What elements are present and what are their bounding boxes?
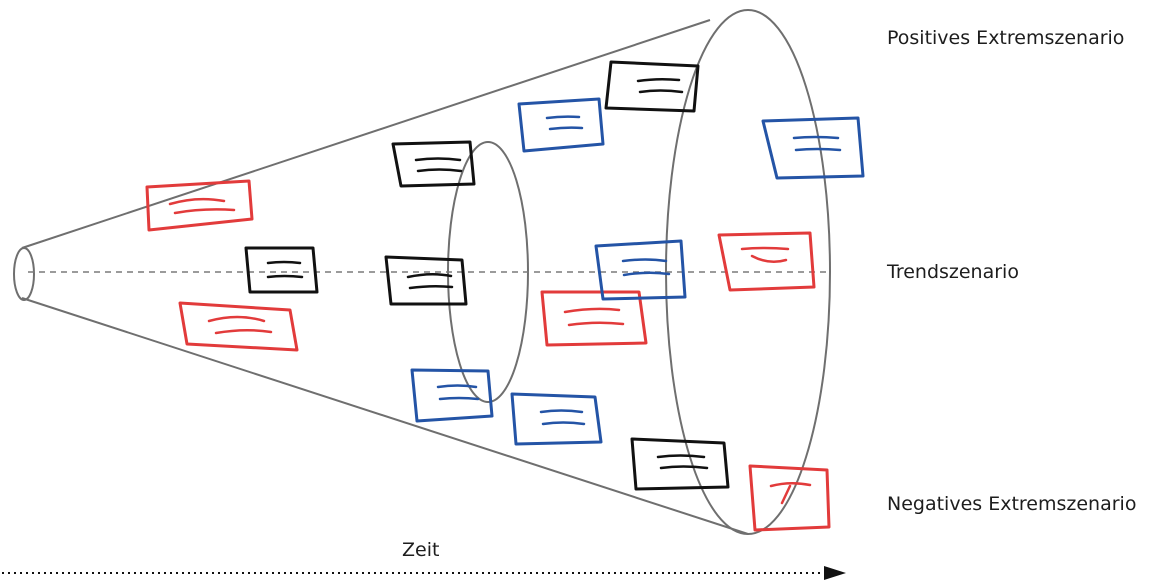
red-scenario-note — [145, 179, 254, 232]
black-scenario-note — [391, 140, 476, 188]
red-scenario-note — [717, 231, 816, 292]
positive-scenario-label: Positives Extremszenario — [887, 27, 1125, 49]
time-arrow-head — [824, 566, 846, 580]
black-scenario-note — [384, 255, 468, 306]
funnel-lower-edge — [21, 297, 749, 535]
black-scenario-note — [244, 246, 319, 294]
blue-scenario-note — [510, 392, 603, 446]
red-scenario-note — [748, 464, 831, 532]
blue-scenario-note — [517, 97, 605, 153]
funnel-small-end — [13, 247, 35, 301]
trend-scenario-label: Trendszenario — [887, 261, 1019, 283]
blue-scenario-note — [594, 239, 687, 301]
funnel-upper-edge — [21, 19, 711, 249]
black-scenario-note — [604, 60, 700, 113]
red-scenario-note — [178, 301, 299, 352]
black-scenario-note — [630, 437, 730, 491]
funnel-outline — [13, 9, 831, 535]
time-axis-label: Zeit — [402, 539, 440, 561]
blue-scenario-note — [761, 116, 865, 180]
blue-scenario-note — [410, 368, 494, 423]
red-scenario-note — [540, 290, 648, 347]
negative-scenario-label: Negatives Extremszenario — [887, 493, 1137, 515]
time-arrow — [2, 566, 846, 580]
